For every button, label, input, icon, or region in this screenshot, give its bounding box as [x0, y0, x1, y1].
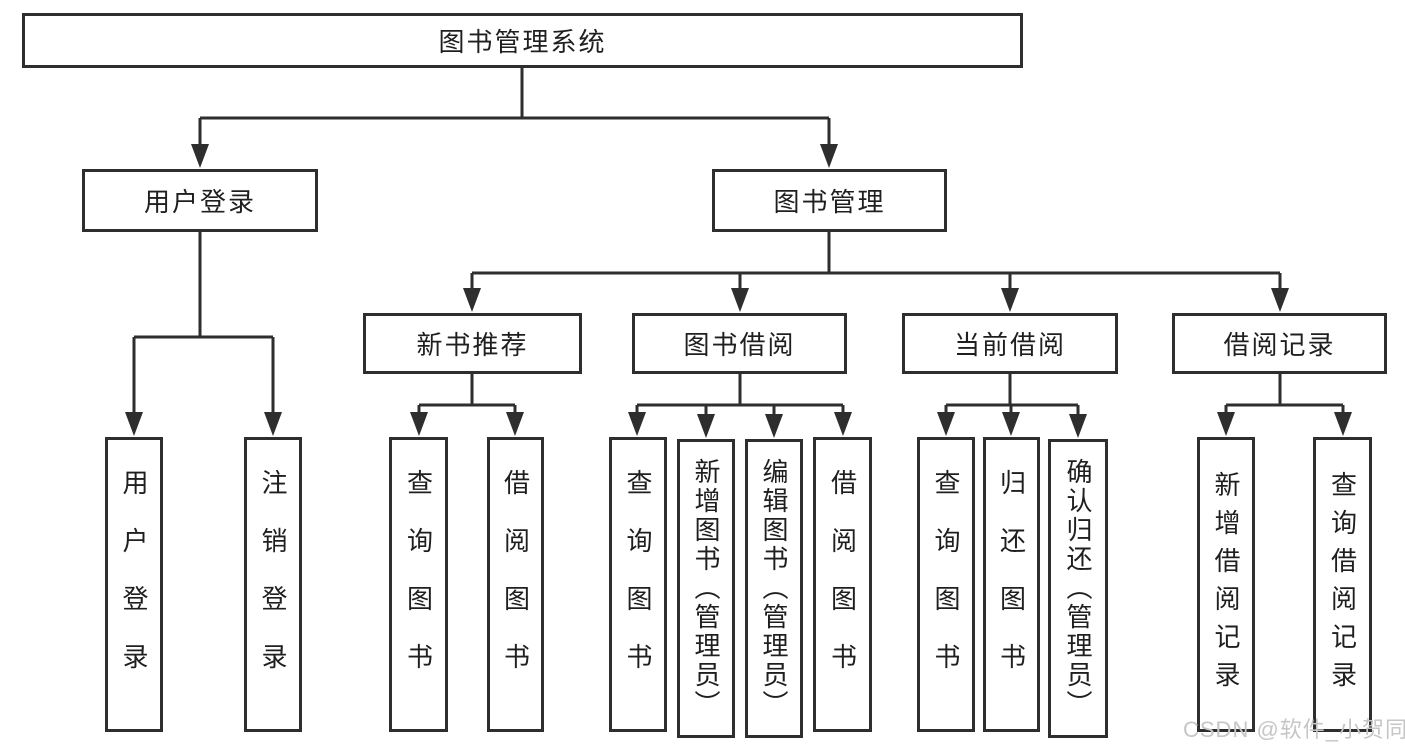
leaf-confirm-return-admin: 确认归还（管理员） — [1048, 439, 1108, 738]
leaf-borrow-books-recommend: 借阅图书 — [487, 437, 544, 732]
node-root-system: 图书管理系统 — [22, 13, 1023, 68]
leaf-user-login: 用户登录 — [105, 437, 163, 732]
node-book-borrow: 图书借阅 — [632, 313, 847, 374]
leaf-edit-book-admin: 编辑图书（管理员） — [745, 439, 803, 738]
leaf-query-books-current: 查询图书 — [917, 437, 975, 732]
node-book-management: 图书管理 — [712, 169, 947, 232]
node-borrow-records: 借阅记录 — [1172, 313, 1387, 374]
leaf-query-books-recommend: 查询图书 — [389, 437, 448, 732]
leaf-query-books-borrow: 查询图书 — [609, 437, 667, 732]
leaf-return-book: 归还图书 — [983, 437, 1040, 732]
leaf-add-book-admin: 新增图书（管理员） — [677, 439, 735, 738]
leaf-borrow-books: 借阅图书 — [813, 437, 872, 732]
node-current-borrow: 当前借阅 — [902, 313, 1118, 374]
leaf-add-borrow-record: 新增借阅记录 — [1197, 437, 1255, 732]
node-new-book-recommend: 新书推荐 — [363, 313, 582, 374]
leaf-logout-login: 注销登录 — [244, 437, 302, 732]
leaf-query-borrow-record: 查询借阅记录 — [1313, 437, 1372, 732]
node-user-login: 用户登录 — [82, 169, 318, 232]
csdn-watermark: CSDN @软件_小贺同学 — [1183, 717, 1405, 742]
